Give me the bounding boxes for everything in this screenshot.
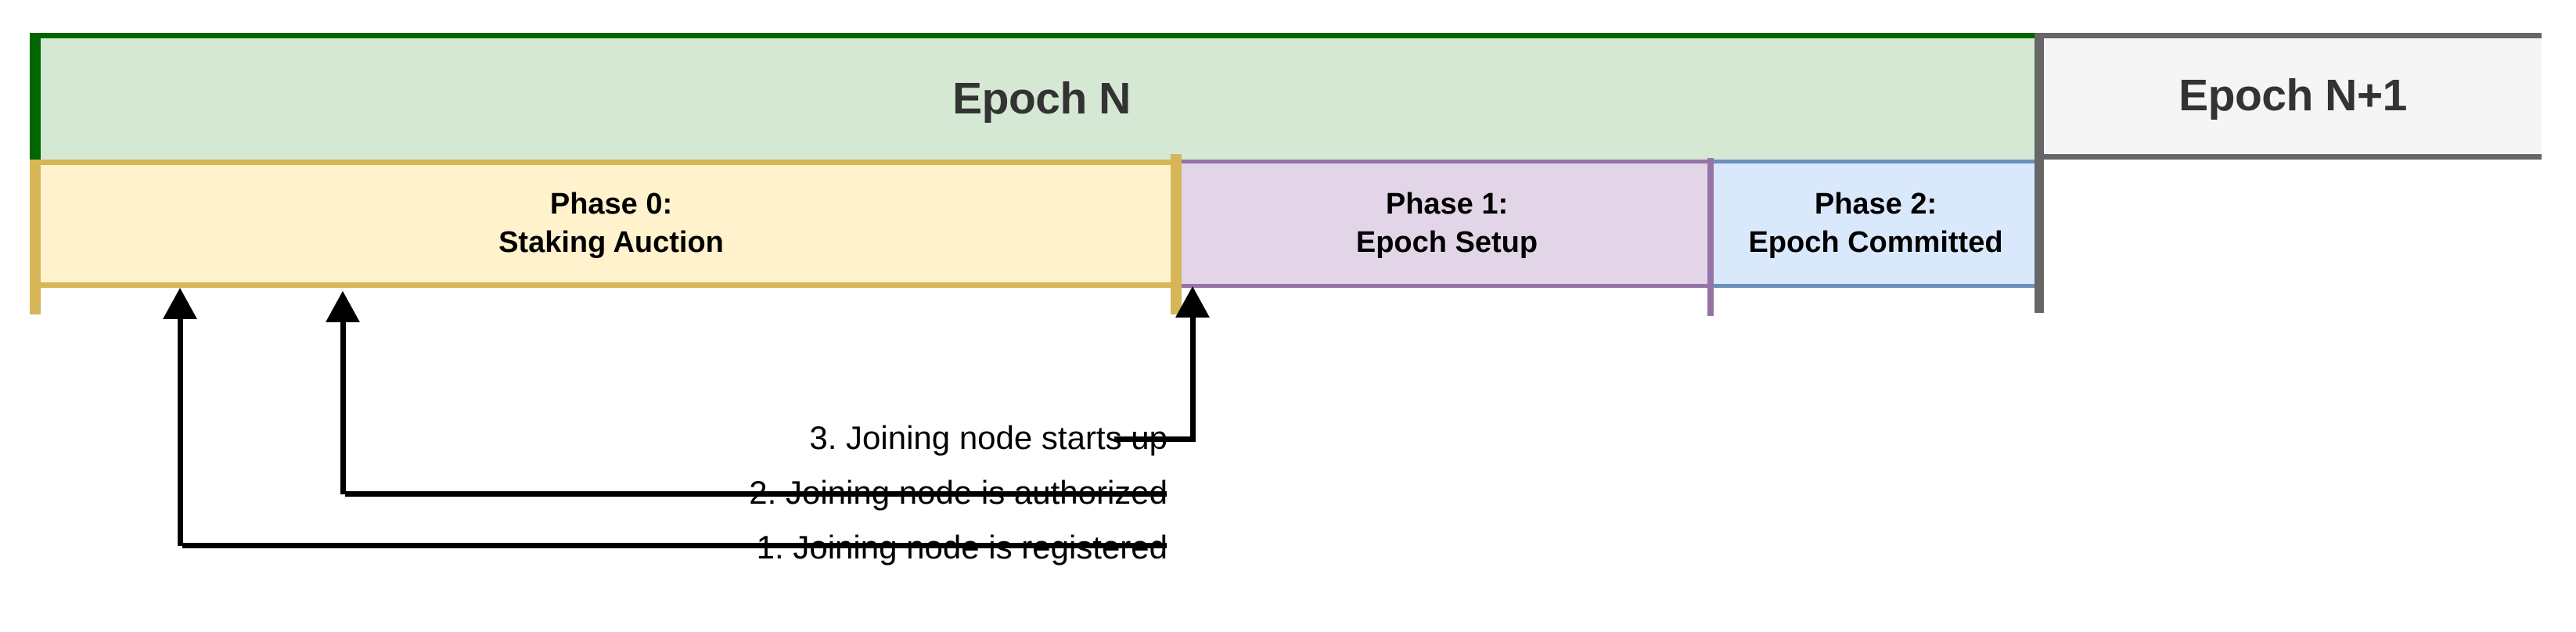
phase-0-box[interactable]: Phase 0: Staking Auction	[30, 160, 1182, 288]
callout-2-label: 2. Joining node is authorized	[749, 474, 1167, 511]
epoch-n-end-boundary-marker	[2035, 33, 2044, 313]
epoch-n-label: Epoch N	[952, 73, 1131, 124]
callout-3-arrow-icon	[1175, 286, 1210, 318]
phase-0-end-boundary-marker	[1171, 154, 1182, 314]
phase-1-box[interactable]: Phase 1: Epoch Setup	[1182, 160, 1712, 288]
epoch-n-box[interactable]: Epoch N	[30, 33, 2042, 160]
epoch-n-start-boundary-marker	[30, 33, 41, 160]
phase-0-start-boundary-marker	[30, 160, 41, 314]
phase-1-end-boundary-marker	[1707, 158, 1714, 316]
phase-0-title: Phase 0:	[549, 188, 673, 221]
phase-1-title: Phase 1:	[1385, 188, 1509, 221]
phase-0-subtitle: Staking Auction	[498, 226, 724, 259]
phase-2-box[interactable]: Phase 2: Epoch Committed	[1712, 160, 2039, 288]
callout-2-leader-vertical	[340, 310, 346, 494]
epoch-n-plus-1-box[interactable]: Epoch N+1	[2035, 33, 2542, 160]
callout-3-leader-vertical	[1190, 305, 1196, 440]
callout-1-leader-horizontal	[182, 543, 1167, 548]
callout-1-label: 1. Joining node is registered	[756, 529, 1167, 566]
phase-1-subtitle: Epoch Setup	[1355, 226, 1538, 259]
epoch-n-plus-1-label: Epoch N+1	[2178, 70, 2407, 121]
callout-3-label: 3. Joining node starts up	[809, 419, 1167, 456]
callout-2-arrow-icon	[326, 291, 360, 322]
phase-2-title: Phase 2:	[1814, 188, 1937, 221]
callout-1-leader-vertical	[178, 307, 183, 546]
callout-2-leader-horizontal	[345, 491, 1167, 497]
callout-3-leader-horizontal	[1114, 436, 1196, 442]
callout-1-arrow-icon	[163, 288, 197, 319]
phase-2-subtitle: Epoch Committed	[1748, 226, 2003, 259]
